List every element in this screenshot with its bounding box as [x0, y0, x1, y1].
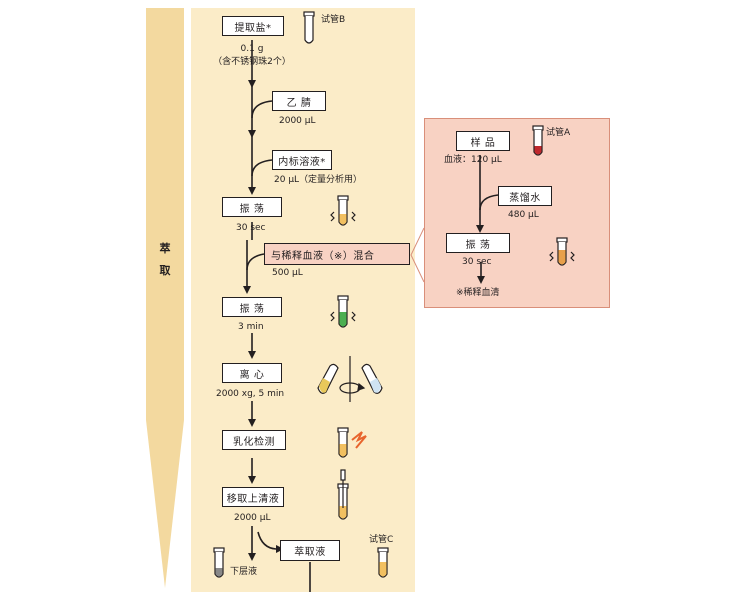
- side-shake-time: 30 sec: [462, 257, 492, 267]
- shake-1-time: 30 sec: [236, 223, 266, 233]
- mix-amount: 500 μL: [272, 268, 303, 278]
- mix-diluted-blood-box: 与稀释血液（※）混合: [264, 243, 410, 265]
- extract-salt-box: 提取盐*: [222, 16, 284, 36]
- extract-salt-amount: 0.1 g: [240, 44, 264, 54]
- side-label-char-2: 取: [159, 264, 171, 277]
- process-arrow: [146, 8, 184, 588]
- tube-c-label: 试管C: [369, 535, 394, 545]
- extract-solution-box: 萃取液: [280, 540, 340, 561]
- tube-a-label: 试管A: [546, 128, 571, 138]
- diluted-serum-label: ※稀释血清: [456, 288, 500, 298]
- distilled-water-amount: 480 μL: [508, 210, 539, 220]
- tube-b-label: 试管B: [321, 15, 346, 25]
- shaking-green-tube-icon: [330, 295, 356, 328]
- emulsion-check-box: 乳化检测: [222, 430, 286, 450]
- shake-2-time: 3 min: [238, 322, 264, 332]
- centrifuge-condition: 2000 xg, 5 min: [216, 389, 285, 399]
- internal-standard-note: 20 μL（定量分析用）: [274, 175, 363, 185]
- sample-blood-amount: 血液：120 μL: [444, 155, 502, 165]
- shake-2-box: 振 荡: [222, 297, 282, 317]
- side-label-char-1: 萃: [159, 242, 171, 255]
- extraction-side-label: 萃 取: [150, 238, 180, 282]
- tube-a-icon: [532, 125, 544, 156]
- shaking-tube-icon: [330, 195, 356, 226]
- acetonitrile-amount: 2000 μL: [279, 116, 316, 126]
- centrifuge-icon: [317, 356, 383, 402]
- side-shaking-tube-icon: [549, 237, 575, 266]
- supernatant-amount: 2000 μL: [234, 513, 271, 523]
- sample-box: 样 品: [456, 131, 510, 151]
- pipette-tube-icon: [337, 469, 349, 520]
- internal-standard-box: 内标溶液*: [272, 150, 332, 170]
- flow-lines: [246, 40, 499, 592]
- lower-layer-tube-icon: [213, 547, 225, 578]
- transfer-supernatant-box: 移取上清液: [222, 487, 284, 507]
- tube-b-icon: [303, 11, 315, 44]
- sample-dilution-panel: [424, 118, 610, 308]
- side-shake-box: 振 荡: [446, 233, 510, 253]
- acetonitrile-box: 乙 腈: [272, 91, 326, 111]
- shake-1-box: 振 荡: [222, 197, 282, 217]
- emulsion-tube-icon: [337, 427, 367, 458]
- lower-layer-label: 下层液: [230, 567, 258, 577]
- tube-c-icon: [377, 547, 389, 578]
- distilled-water-box: 蒸馏水: [498, 186, 552, 206]
- centrifuge-box: 离 心: [222, 363, 282, 383]
- extract-salt-note: （含不锈钢珠2个）: [213, 57, 291, 67]
